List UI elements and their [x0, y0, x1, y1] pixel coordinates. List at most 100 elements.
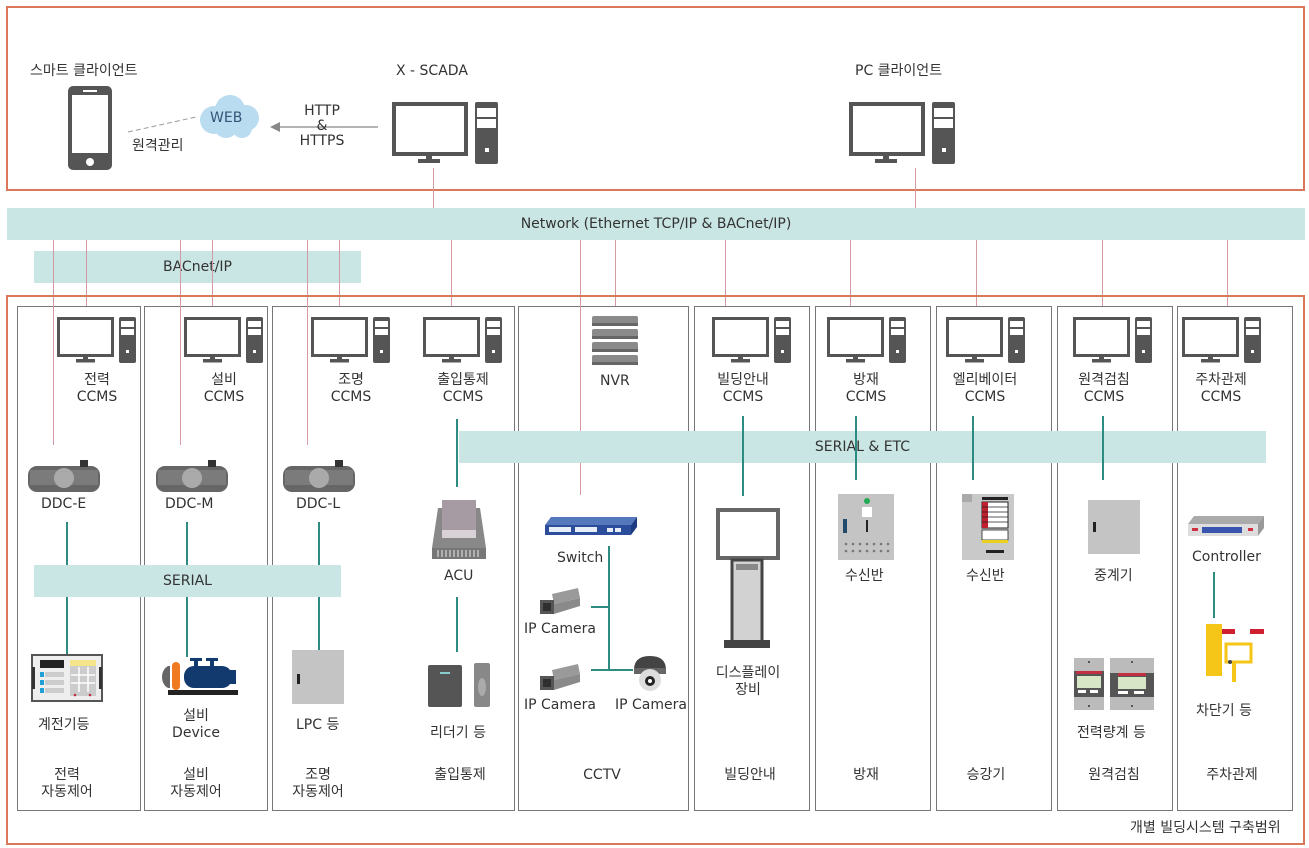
smart-client-label: 스마트 클라이언트	[30, 63, 138, 79]
footer-line1: 출입통제	[434, 767, 486, 783]
facility-device-label: 설비 Device	[166, 708, 226, 742]
remote-dashed-line	[127, 116, 197, 133]
power-ccms-computer-icon	[57, 315, 138, 365]
ip-camera-label: IP Camera	[524, 621, 596, 637]
column-footer-label: 주차관제	[1182, 767, 1282, 784]
web-cloud-icon	[200, 95, 259, 138]
ip-camera-label: IP Camera	[524, 697, 596, 713]
footer-line1: 주차관제	[1206, 767, 1258, 783]
power-meter-icon	[1074, 658, 1154, 710]
network-link	[307, 306, 308, 445]
ccms-label-line1: 빌딩안내	[717, 372, 769, 388]
lpc-label: LPC 등	[296, 717, 340, 733]
column-footer-label: 조명 자동제어	[268, 767, 368, 801]
ccms-label: 방재 CCMS	[835, 372, 897, 406]
network-link	[212, 240, 213, 306]
access-ccms-computer-icon	[423, 315, 504, 365]
ccms-label-line2: CCMS	[76, 389, 118, 405]
footer-line1: 승강기	[966, 767, 1006, 783]
footer-line1: CCTV	[583, 767, 621, 783]
footer-line1: 원격검침	[1088, 767, 1140, 783]
http-protocol-label: HTTP & HTTPS	[296, 104, 348, 149]
display-device-label-line2: 장비	[735, 682, 761, 698]
ccms-label-line2: CCMS	[845, 389, 887, 405]
lighting-ccms-computer-icon	[311, 315, 392, 365]
ccms-label-line2: CCMS	[442, 389, 484, 405]
acu-label: ACU	[444, 568, 474, 584]
ccms-label: 원격검침 CCMS	[1073, 372, 1135, 406]
network-switch-icon	[545, 517, 637, 535]
remote-management-label: 원격관리	[132, 138, 184, 154]
scada-label: X - SCADA	[396, 63, 468, 79]
pc-client-network-link	[915, 168, 916, 208]
parking-controller-label: Controller	[1192, 549, 1261, 565]
serial-link	[742, 416, 744, 496]
repeater-cabinet-icon	[1088, 500, 1140, 554]
parking-ccms-computer-icon	[1182, 315, 1263, 365]
column-footer-label: 승강기	[936, 767, 1036, 784]
card-reader-icon	[428, 663, 490, 707]
display-kiosk-icon	[716, 508, 780, 648]
ccms-label-line2: CCMS	[1083, 389, 1125, 405]
network-link	[580, 306, 581, 495]
acu-icon	[432, 500, 486, 559]
ddc-m-controller-icon	[156, 460, 228, 492]
fire-receiver-panel-icon	[838, 494, 894, 560]
web-label: WEB	[210, 110, 243, 126]
https-label: HTTPS	[299, 133, 345, 149]
ccms-label-line1: 엘리베이터	[952, 372, 1018, 388]
facility-ccms-computer-icon	[184, 315, 265, 365]
ccms-label-line2: CCMS	[1200, 389, 1242, 405]
ccms-label-line1: 조명	[338, 372, 364, 388]
ccms-label-line1: 방재	[853, 372, 879, 388]
parking-barrier-icon	[1206, 624, 1264, 682]
network-link	[451, 240, 452, 306]
fire-receiver-label: 수신반	[845, 568, 884, 584]
scada-computer-icon	[392, 102, 498, 164]
network-link	[1102, 240, 1103, 306]
ccms-label: 빌딩안내 CCMS	[712, 372, 774, 406]
ddc-l-controller-icon	[283, 460, 355, 492]
serial-link	[1213, 572, 1215, 618]
bacnet-band: BACnet/IP	[34, 251, 361, 283]
network-link	[725, 240, 726, 306]
serial-link	[456, 419, 458, 487]
ccms-label: 출입통제 CCMS	[423, 372, 503, 406]
ccms-label-line2: CCMS	[203, 389, 245, 405]
ampersand-label: &	[316, 118, 328, 134]
column-remote-metering	[1057, 306, 1173, 811]
facility-pump-icon	[161, 658, 238, 695]
arrow-left-icon	[270, 122, 378, 132]
ccms-label: 엘리베이터 CCMS	[946, 372, 1024, 406]
network-link	[976, 240, 977, 306]
network-link	[1227, 240, 1228, 306]
footer-line2: 자동제어	[170, 784, 222, 800]
ip-camera-label: IP Camera	[615, 697, 687, 713]
footer-line1: 방재	[853, 767, 879, 783]
ccms-label: 주차관제 CCMS	[1190, 372, 1252, 406]
relay-device-label: 계전기등	[38, 717, 90, 733]
network-link	[53, 306, 54, 445]
repeater-label: 중계기	[1094, 568, 1133, 584]
card-reader-label: 리더기 등	[430, 725, 486, 741]
lpc-cabinet-icon	[292, 650, 344, 704]
network-band: Network (Ethernet TCP/IP & BACnet/IP)	[7, 208, 1305, 240]
footer-line2: 자동제어	[292, 784, 344, 800]
ip-camera-bullet-icon	[540, 588, 580, 614]
ccms-label-line1: 원격검침	[1078, 372, 1130, 388]
camera-link	[608, 546, 610, 670]
scope-caption: 개별 빌딩시스템 구축범위	[1130, 820, 1281, 836]
guide-ccms-computer-icon	[712, 315, 793, 365]
ccms-label-line2: CCMS	[722, 389, 764, 405]
relay-panel-icon	[31, 654, 103, 702]
ccms-label-line2: CCMS	[964, 389, 1006, 405]
footer-line1: 설비	[183, 767, 209, 783]
scada-network-link	[433, 168, 434, 208]
ddc-m-label: DDC-M	[165, 496, 214, 512]
column-cctv	[518, 306, 689, 811]
switch-label: Switch	[557, 550, 604, 566]
footer-line1: 조명	[305, 767, 331, 783]
ddc-l-label: DDC-L	[296, 496, 341, 512]
ccms-label-line1: 설비	[211, 372, 237, 388]
ccms-label-line1: 전력	[84, 372, 110, 388]
